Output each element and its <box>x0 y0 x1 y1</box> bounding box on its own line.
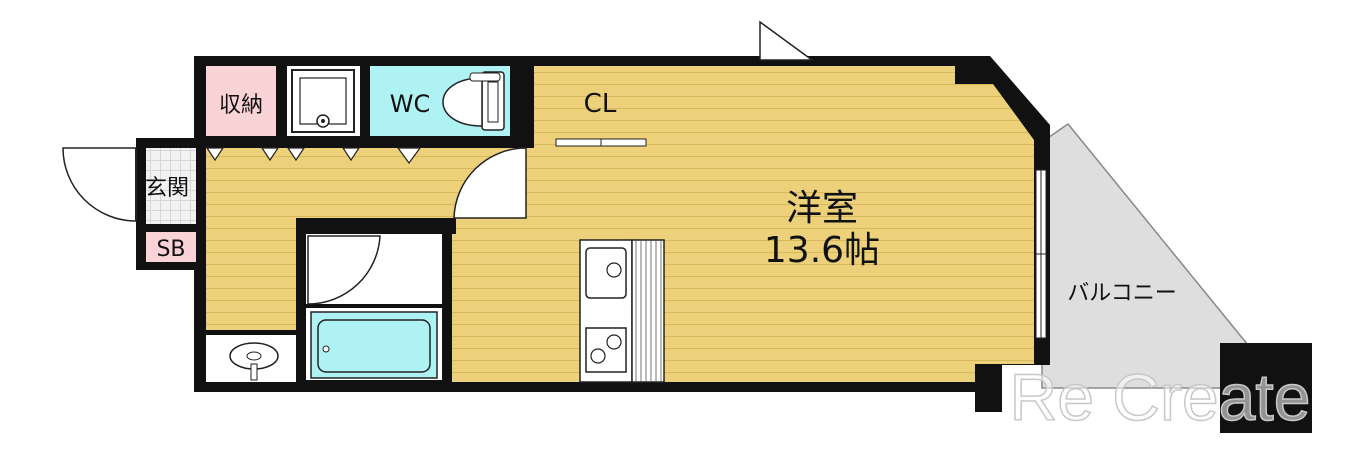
wc-label: WC <box>390 90 431 118</box>
interior-wall <box>510 56 534 148</box>
western-room-label: 洋室 <box>786 188 858 229</box>
bathtub-icon <box>310 311 438 379</box>
interior-wall <box>296 218 456 234</box>
stove-icon <box>585 327 627 373</box>
balcony-window <box>1035 169 1047 339</box>
entrance-floor <box>146 148 196 224</box>
entrance-label: 玄関 <box>145 176 189 201</box>
closet-label: CL <box>584 89 617 119</box>
washroom-door-swing <box>307 235 381 305</box>
room-door-swing <box>453 147 527 219</box>
shoe-box-label: SB <box>156 237 185 262</box>
drain-dot <box>321 119 325 123</box>
toilet-icon <box>442 71 505 131</box>
balcony-label: バルコニー <box>1067 281 1177 306</box>
north-door-swing <box>759 20 815 61</box>
interior-wall <box>360 56 370 146</box>
balcony-corner-block <box>1220 343 1312 433</box>
kitchen-counter <box>579 239 665 383</box>
balcony-area <box>1041 122 1249 389</box>
interior-wall <box>136 138 206 148</box>
interior-wall <box>136 262 206 270</box>
sink-icon <box>585 247 627 299</box>
washbasin-icon <box>229 342 279 381</box>
interior-wall <box>136 224 206 232</box>
western-room-size-label: 13.6帖 <box>764 230 880 271</box>
storage-label: 収納 <box>219 93 263 118</box>
watermark: Re Create <box>1010 360 1311 434</box>
interior-wall <box>276 56 287 146</box>
western-room-floor <box>452 66 1034 382</box>
shoe-box <box>146 232 196 262</box>
interior-wall <box>196 330 306 335</box>
interior-wall <box>296 218 306 392</box>
interior-wall <box>442 218 452 392</box>
entrance-door-swing <box>62 147 137 222</box>
door-markers <box>205 147 422 165</box>
storage-room <box>206 66 276 136</box>
corridor-floor-lower <box>206 218 296 330</box>
interior-wall <box>136 138 146 270</box>
